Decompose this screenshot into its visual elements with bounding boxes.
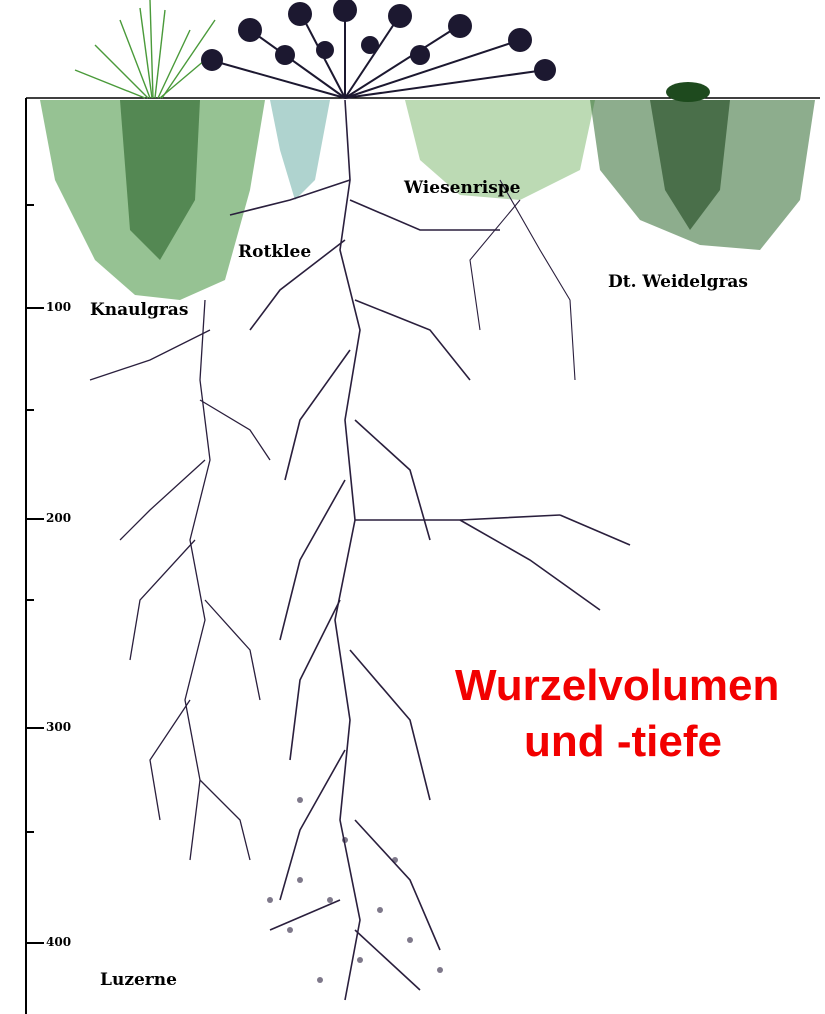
rotklee-shoots <box>210 8 545 98</box>
root-hair-texture <box>267 797 443 983</box>
rotklee-taproot <box>230 100 630 1000</box>
depth-tick-200: 200 <box>46 511 71 525</box>
label-luzerne: Luzerne <box>100 970 177 990</box>
wiesenrispe-deep-roots <box>470 180 575 380</box>
depth-tick-400: 400 <box>46 935 71 949</box>
depth-tick-100: 100 <box>46 300 71 314</box>
rotklee-upper-green-roots <box>270 100 330 200</box>
weidelgras-shoots <box>666 82 710 102</box>
luzerne-taproot <box>90 300 270 860</box>
label-rotklee: Rotklee <box>238 242 311 262</box>
label-knaulgras: Knaulgras <box>90 300 188 320</box>
weidelgras-roots <box>590 100 815 250</box>
depth-tick-300: 300 <box>46 720 71 734</box>
rotklee-foliage <box>201 0 556 81</box>
knaulgras-shoots <box>75 0 215 98</box>
caption-line-2: und -tiefe <box>524 720 722 764</box>
label-wiesenrispe: Wiesenrispe <box>404 178 521 198</box>
label-weidelgras: Dt. Weidelgras <box>608 272 748 292</box>
caption-line-1: Wurzelvolumen <box>455 664 779 708</box>
knaulgras-roots <box>40 100 265 300</box>
